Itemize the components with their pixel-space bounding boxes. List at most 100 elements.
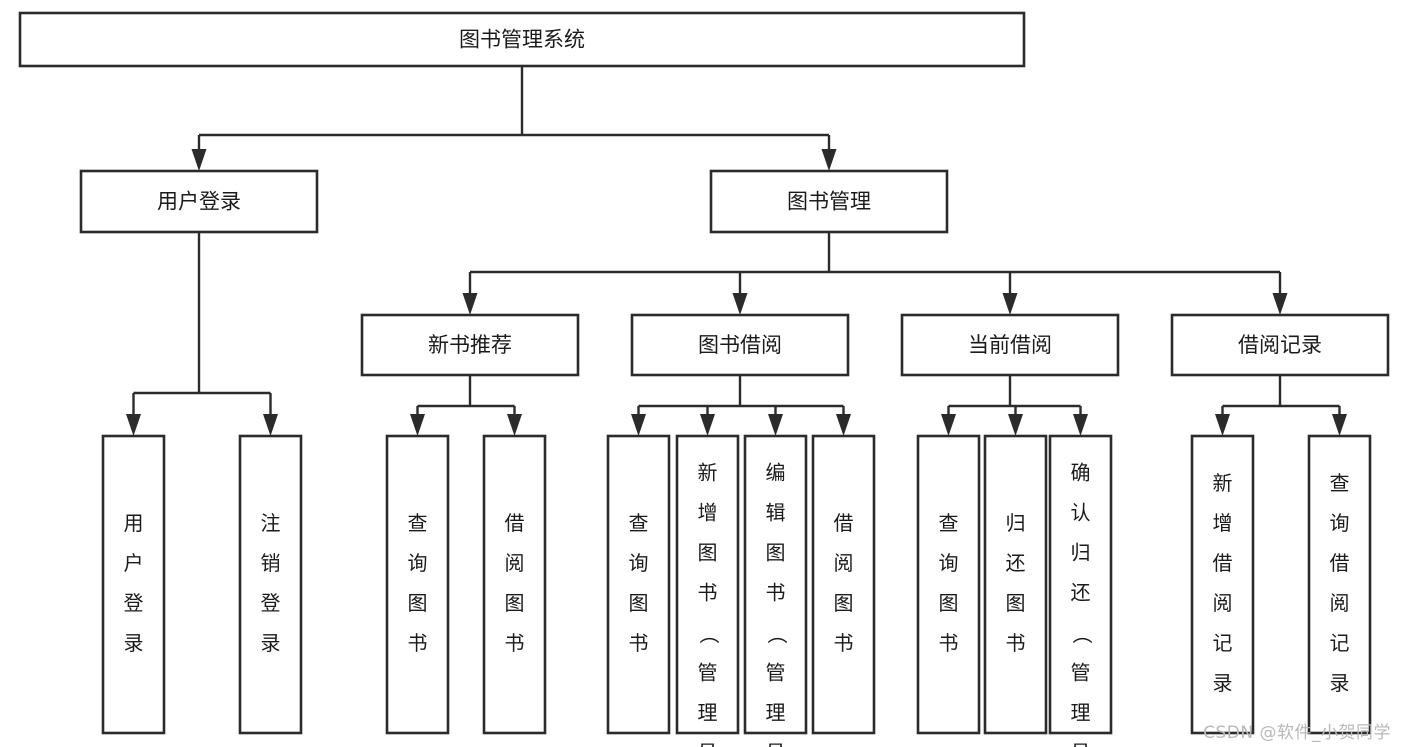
node-leaf-user-login[interactable]: 用户登录 — [101, 434, 166, 735]
node-label-char: 登 — [124, 591, 144, 615]
arrow-head-icon — [1272, 293, 1288, 315]
node-label-char: 新 — [1213, 471, 1233, 495]
node-label-char: 还 — [1071, 581, 1091, 605]
node-label-char: 书 — [834, 631, 854, 655]
node-box[interactable] — [238, 434, 303, 735]
node-box[interactable] — [900, 313, 1120, 377]
node-label-char: 图 — [766, 541, 786, 565]
node-box[interactable] — [606, 434, 671, 735]
node-label-char: 图 — [408, 591, 428, 615]
arrow-head-icon — [507, 414, 522, 436]
arrow-head-icon — [1332, 414, 1347, 436]
arrow-head-icon — [821, 149, 837, 171]
connector-group-current — [941, 375, 1088, 436]
node-label-char: 管 — [766, 661, 786, 685]
node-box[interactable] — [630, 313, 850, 377]
node-box[interactable] — [1170, 313, 1390, 377]
node-label-char: 书 — [766, 581, 786, 605]
node-login[interactable]: 用户登录 — [79, 169, 319, 234]
arrow-head-icon — [1008, 414, 1023, 436]
node-box[interactable] — [101, 434, 166, 735]
arrow-head-icon — [1215, 414, 1230, 436]
node-records[interactable]: 借阅记录 — [1170, 313, 1390, 377]
node-label-char: 增 — [698, 501, 718, 525]
arrow-head-icon — [410, 414, 425, 436]
node-label-char: 书 — [408, 631, 428, 655]
node-box[interactable] — [482, 434, 547, 735]
node-box[interactable] — [18, 11, 1026, 68]
node-label-char: 新 — [698, 461, 718, 485]
node-label-char: 管 — [698, 661, 718, 685]
arrow-head-icon — [941, 414, 956, 436]
node-box[interactable] — [743, 434, 808, 735]
arrow-head-icon — [700, 414, 715, 436]
node-box[interactable] — [1190, 434, 1255, 735]
node-bookmgmt[interactable]: 图书管理 — [709, 169, 949, 234]
csdn-watermark: CSDN @软件_小贺同学 — [1203, 723, 1391, 743]
node-label: 图书管理系统 — [459, 28, 585, 52]
node-label-char: 员 — [698, 741, 718, 747]
node-label-char: 归 — [1071, 541, 1091, 565]
node-root[interactable]: 图书管理系统 — [18, 11, 1026, 68]
connector-group-newbook — [410, 375, 522, 436]
node-label-char: 录 — [261, 631, 281, 655]
node-label: 图书管理 — [787, 190, 871, 214]
node-box[interactable] — [385, 434, 450, 735]
node-current[interactable]: 当前借阅 — [900, 313, 1120, 377]
node-label-char: 图 — [834, 591, 854, 615]
node-label-char: 阅 — [1213, 591, 1233, 615]
node-label-char: 录 — [1330, 671, 1350, 695]
node-box[interactable] — [983, 434, 1048, 735]
node-label: 新书推荐 — [428, 333, 512, 357]
node-label-char: 查 — [1330, 471, 1350, 495]
node-newbook[interactable]: 新书推荐 — [360, 313, 580, 377]
node-label-char: 阅 — [505, 551, 525, 575]
arrow-head-icon — [631, 414, 646, 436]
node-box[interactable] — [360, 313, 580, 377]
node-box[interactable] — [1307, 434, 1372, 735]
node-label-char: 询 — [629, 551, 649, 575]
arrow-head-icon — [263, 414, 278, 436]
node-label-char: 图 — [698, 541, 718, 565]
node-label-char: 登 — [261, 591, 281, 615]
node-label-char: 询 — [939, 551, 959, 575]
arrow-head-icon — [191, 149, 207, 171]
node-label-char: 用 — [124, 511, 144, 535]
node-box[interactable] — [916, 434, 981, 735]
node-label-char: 图 — [629, 591, 649, 615]
node-box[interactable] — [709, 169, 949, 234]
node-label-char: 书 — [939, 631, 959, 655]
node-label: 借阅记录 — [1238, 333, 1322, 357]
node-box[interactable] — [675, 434, 740, 735]
node-label-char: 还 — [1006, 551, 1026, 575]
node-box[interactable] — [1048, 434, 1113, 735]
node-label-char: 书 — [1006, 631, 1026, 655]
node-label-char: 认 — [1071, 501, 1091, 525]
node-box[interactable] — [811, 434, 876, 735]
node-label-char: 借 — [1213, 551, 1233, 575]
node-label-char: 查 — [939, 511, 959, 535]
node-box[interactable] — [79, 169, 319, 234]
node-borrow[interactable]: 图书借阅 — [630, 313, 850, 377]
